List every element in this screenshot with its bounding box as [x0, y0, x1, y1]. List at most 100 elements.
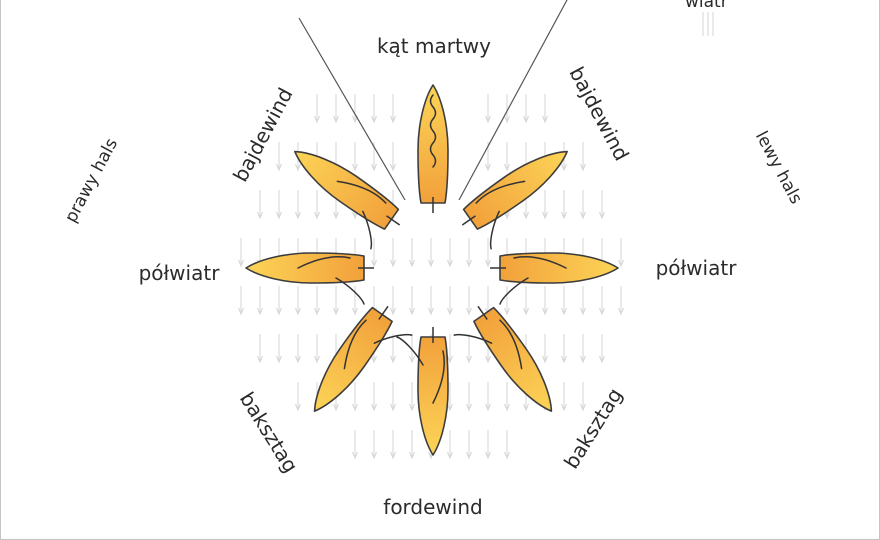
wind-arrow: [409, 334, 415, 364]
label-starboard-tack: prawy hals: [61, 135, 122, 226]
wind-arrow: [561, 382, 567, 412]
wind-arrow: [447, 334, 453, 364]
wind-arrow: [428, 286, 434, 316]
wind-arrow: [390, 238, 396, 268]
boat-polwiatr-right: [490, 252, 619, 305]
boat-baksztag-right: [453, 305, 565, 421]
wind-arrow: [618, 286, 624, 316]
wind-arrow: [542, 190, 548, 220]
boat-hull: [470, 305, 565, 421]
dead-zone-line-left: [298, 17, 406, 201]
wind-arrow: [523, 286, 529, 316]
label-port-tack: lewy hals: [751, 128, 806, 208]
wind-arrow: [390, 382, 396, 412]
wind-arrow: [466, 430, 472, 460]
wind-arrow: [390, 94, 396, 124]
boat-hull: [461, 138, 577, 233]
boat-sail-sheet: [489, 210, 500, 250]
wind-arrow: [542, 286, 548, 316]
boat-bajdewind-right: [461, 138, 577, 250]
wind-arrow: [409, 286, 415, 316]
wind-arrow: [599, 334, 605, 364]
wind-arrow: [599, 190, 605, 220]
label-bajdewind-right: bajdewind: [564, 63, 633, 165]
boat-rudder: [378, 305, 389, 320]
wind-arrow: [390, 142, 396, 172]
label-wiatr: wiatr: [685, 0, 728, 12]
wind-arrow: [504, 94, 510, 124]
wind-arrow: [485, 382, 491, 412]
wind-arrow: [485, 238, 491, 268]
boat-sail-main: [432, 350, 445, 404]
boat-sail-sheet: [335, 277, 365, 305]
boat-sail-sheet: [499, 277, 529, 305]
wind-arrow: [466, 238, 472, 268]
dead-zone-line-right: [458, 0, 568, 201]
boat-rudder: [386, 215, 401, 226]
wind-arrow: [561, 190, 567, 220]
wind-arrow: [390, 430, 396, 460]
boat-bajdewind-left: [285, 138, 401, 250]
boat-dead-zone: [417, 84, 449, 213]
label-baksztag-right: baksztag: [559, 384, 627, 473]
wind-arrow: [352, 286, 358, 316]
label-polwiatr-left: półwiatr: [139, 261, 221, 285]
wind-arrow: [352, 142, 358, 172]
label-fordewind: fordewind: [383, 495, 482, 519]
wind-arrow: [276, 142, 282, 172]
wind-arrow: [580, 286, 586, 316]
wind-arrow: [276, 286, 282, 316]
wind-arrow: [580, 382, 586, 412]
wind-arrow: [333, 94, 339, 124]
wind-arrow: [504, 430, 510, 460]
wind-arrow: [276, 334, 282, 364]
wind-arrow: [314, 190, 320, 220]
wind-arrow: [561, 334, 567, 364]
wind-arrow: [542, 94, 548, 124]
boat-rudder: [477, 305, 488, 320]
label-baksztag-left: baksztag: [235, 388, 303, 477]
boat-sail-sheet: [396, 336, 424, 366]
wind-arrow: [295, 382, 301, 412]
wind-arrow: [504, 382, 510, 412]
wind-arrow: [561, 286, 567, 316]
wind-arrow: [295, 286, 301, 316]
wind-arrow: [314, 286, 320, 316]
wind-arrow: [409, 238, 415, 268]
wind-arrow: [314, 94, 320, 124]
wind-arrow: [618, 238, 624, 268]
boat-sail-main: [499, 319, 523, 370]
wind-indicator: wiatr: [685, 0, 728, 36]
wind-arrow: [333, 286, 339, 316]
boat-hull: [285, 138, 401, 233]
wind-arrow: [580, 142, 586, 172]
boat-sail-main: [343, 319, 367, 370]
label-dead-zone: kąt martwy: [377, 34, 491, 58]
wind-arrow: [295, 190, 301, 220]
wind-arrow: [447, 238, 453, 268]
wind-arrow: [257, 286, 263, 316]
wind-arrow: [580, 190, 586, 220]
boat-rudder: [461, 215, 476, 226]
boat-sail-main: [513, 256, 567, 269]
boat-polwiatr-left: [245, 252, 374, 305]
wind-arrow: [257, 334, 263, 364]
label-polwiatr-right: półwiatr: [656, 256, 738, 280]
wind-arrow: [542, 334, 548, 364]
wind-arrow: [485, 430, 491, 460]
boat-hull: [301, 305, 396, 421]
wind-arrow: [466, 334, 472, 364]
wind-arrow: [314, 334, 320, 364]
wind-arrow: [276, 190, 282, 220]
wind-arrow: [485, 94, 491, 124]
boat-sail-sheet: [453, 333, 493, 344]
wind-arrow: [257, 190, 263, 220]
wind-arrow: [238, 286, 244, 316]
boat-sail-luffing: [429, 94, 437, 168]
boat-sail-main: [336, 180, 387, 204]
wind-arrow: [295, 334, 301, 364]
boat-sail-main: [475, 180, 526, 204]
boat-sail-main: [297, 256, 351, 269]
